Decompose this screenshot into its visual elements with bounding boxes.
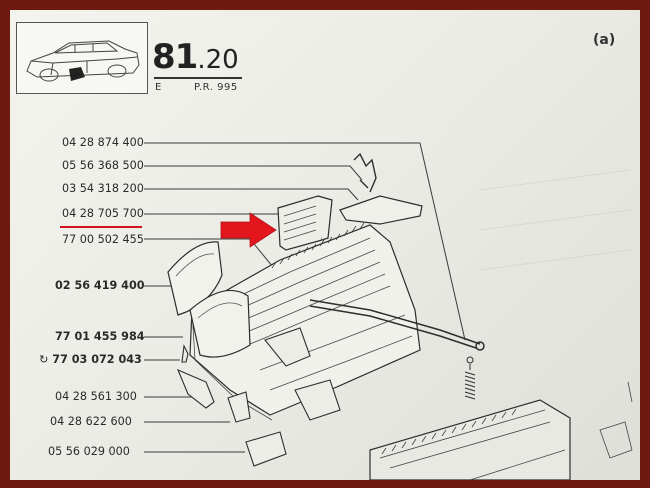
lower-bracket [294,379,341,421]
small-plate [227,391,251,423]
fitting-pin [181,344,189,363]
leader-line [144,188,359,201]
part-number-label: 05 56 368 500 [62,159,144,172]
bracket-part [277,195,333,251]
section-number: 81.20 [152,40,239,74]
part-number-label: 04 28 622 600 [50,415,132,428]
section-right-code: P.R. 995 [194,82,238,93]
part-number-label: 02 56 419 400 [55,279,145,292]
wheel-arch-left [167,241,251,358]
corner-bracket [176,368,215,409]
hinge-bracket [339,195,423,225]
section-separator: . [197,45,206,75]
mid-bracket [264,327,311,367]
exploded-parts-drawing [144,142,633,480]
part-number-label: 04 28 874 400 [62,136,144,149]
rear-crossmember [369,399,571,480]
torsion-rod [309,299,485,351]
car-thumbnail [16,22,148,94]
section-main: 81 [152,37,198,77]
highlight-underline [60,226,142,228]
parts-diagram-sheet: 81.20 E P.R. 995 (a) 04 28 874 400 05 56… [10,10,640,480]
spring-clip [353,152,377,193]
part-number-label: 77 00 502 455 [62,233,144,246]
circular-arrow-icon: ↻ [39,353,49,366]
car-thumbnail-icon [26,40,140,82]
section-left-code: E [155,82,162,93]
part-number-label: 77 01 455 984 [55,330,145,343]
part-number-text: 77 03 072 043 [52,353,142,366]
cover-plate [245,431,287,467]
part-number-label-highlighted: 04 28 705 700 [62,207,144,220]
section-sub: 20 [205,45,239,75]
part-number-label: 05 56 029 000 [48,445,130,458]
leader-line [144,165,363,181]
part-number-label: ↻ 77 03 072 043 [39,353,142,366]
red-arrow-icon [220,212,277,248]
corner-label: (a) [593,32,616,48]
leader-line [144,142,466,341]
part-number-label: 03 54 318 200 [62,182,144,195]
part-number-label: 04 28 561 300 [55,390,137,403]
section-underline [154,77,242,79]
rear-floor-panel [189,224,421,416]
tension-spring [464,356,476,400]
